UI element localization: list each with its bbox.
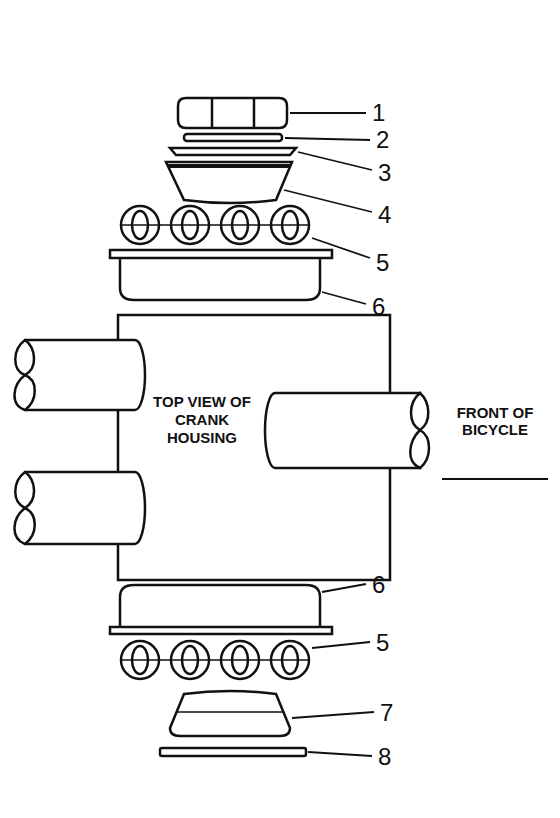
leader-line [284, 113, 374, 756]
down-tube [265, 393, 429, 468]
bearing-cup [110, 250, 332, 300]
washer [184, 134, 282, 141]
locknut [178, 98, 287, 128]
fixed-cone [170, 691, 290, 736]
bearing-cup [110, 585, 332, 634]
callout-number: 6 [372, 572, 385, 598]
callout-number: 5 [376, 630, 389, 656]
ball-retainer [121, 206, 309, 244]
callout-number: 2 [376, 127, 389, 153]
callout-number: 3 [378, 160, 391, 186]
callout-number: 4 [378, 202, 391, 228]
node-text: TOP VIEW OF CRANK HOUSING [146, 393, 258, 447]
washer [160, 748, 306, 756]
frame-tube [14, 340, 145, 544]
callout-number: 8 [378, 744, 391, 770]
adjustable-cone [166, 162, 292, 203]
housing-box: TOP VIEW OF CRANK HOUSING [118, 315, 390, 580]
lockwasher [170, 148, 296, 155]
callout-number: 7 [380, 700, 393, 726]
direction-label: FRONT OF BICYCLE [440, 404, 550, 438]
callout-number: 5 [376, 250, 389, 276]
callout-number: 1 [372, 100, 385, 126]
callout-number: 6 [372, 294, 385, 320]
ball-retainer [121, 641, 309, 679]
underline [442, 478, 548, 480]
